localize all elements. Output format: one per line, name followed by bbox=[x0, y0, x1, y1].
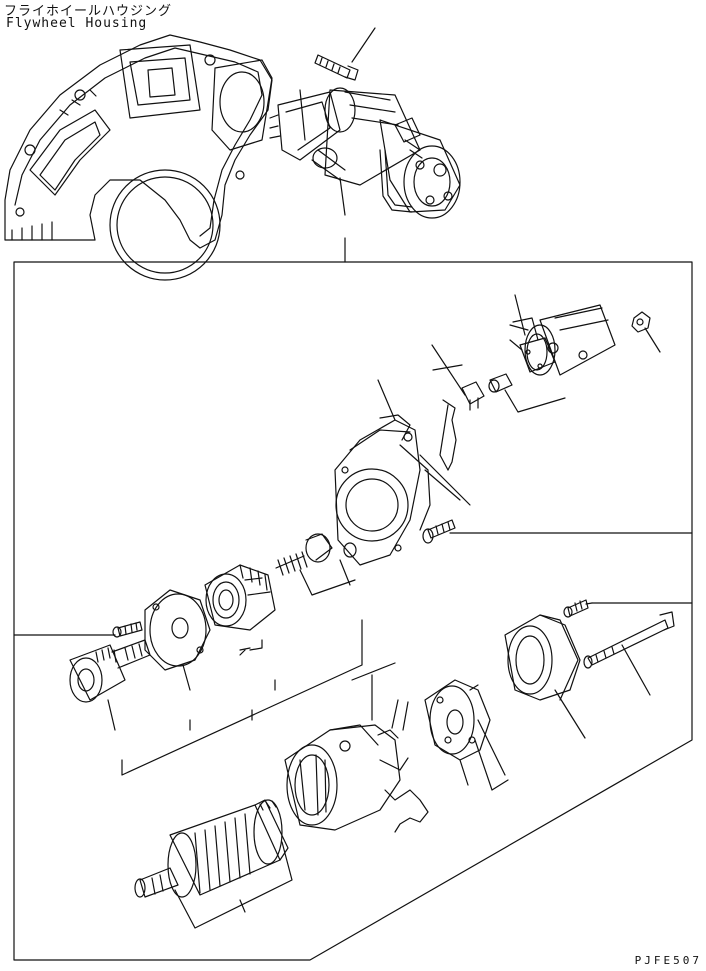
shift-lever bbox=[432, 345, 484, 470]
armature bbox=[135, 800, 292, 928]
flywheel-housing bbox=[5, 35, 272, 280]
overrunning-clutch bbox=[205, 565, 275, 655]
brush-holder bbox=[425, 680, 508, 790]
title-english: Flywheel Housing bbox=[6, 16, 148, 31]
title-japanese: フライホイールハウジング bbox=[4, 4, 173, 19]
magnetic-switch bbox=[489, 295, 660, 412]
assembly-frame bbox=[14, 238, 692, 960]
gear-housing bbox=[335, 380, 470, 565]
pinion-gear bbox=[70, 640, 150, 730]
yoke-assembly bbox=[285, 663, 428, 832]
housing-bolt bbox=[423, 520, 455, 543]
gear-plate bbox=[145, 590, 210, 690]
through-bolt bbox=[584, 612, 674, 695]
pinion-spring-collar bbox=[276, 534, 356, 595]
starter-assembly bbox=[270, 88, 460, 218]
end-cover-screw bbox=[564, 600, 592, 617]
end-cover bbox=[505, 615, 585, 738]
plate-screw bbox=[113, 622, 142, 637]
mounting-bolt bbox=[315, 28, 375, 80]
left-group-bracket bbox=[122, 620, 362, 775]
diagram-code: PJFE507 bbox=[634, 954, 702, 967]
